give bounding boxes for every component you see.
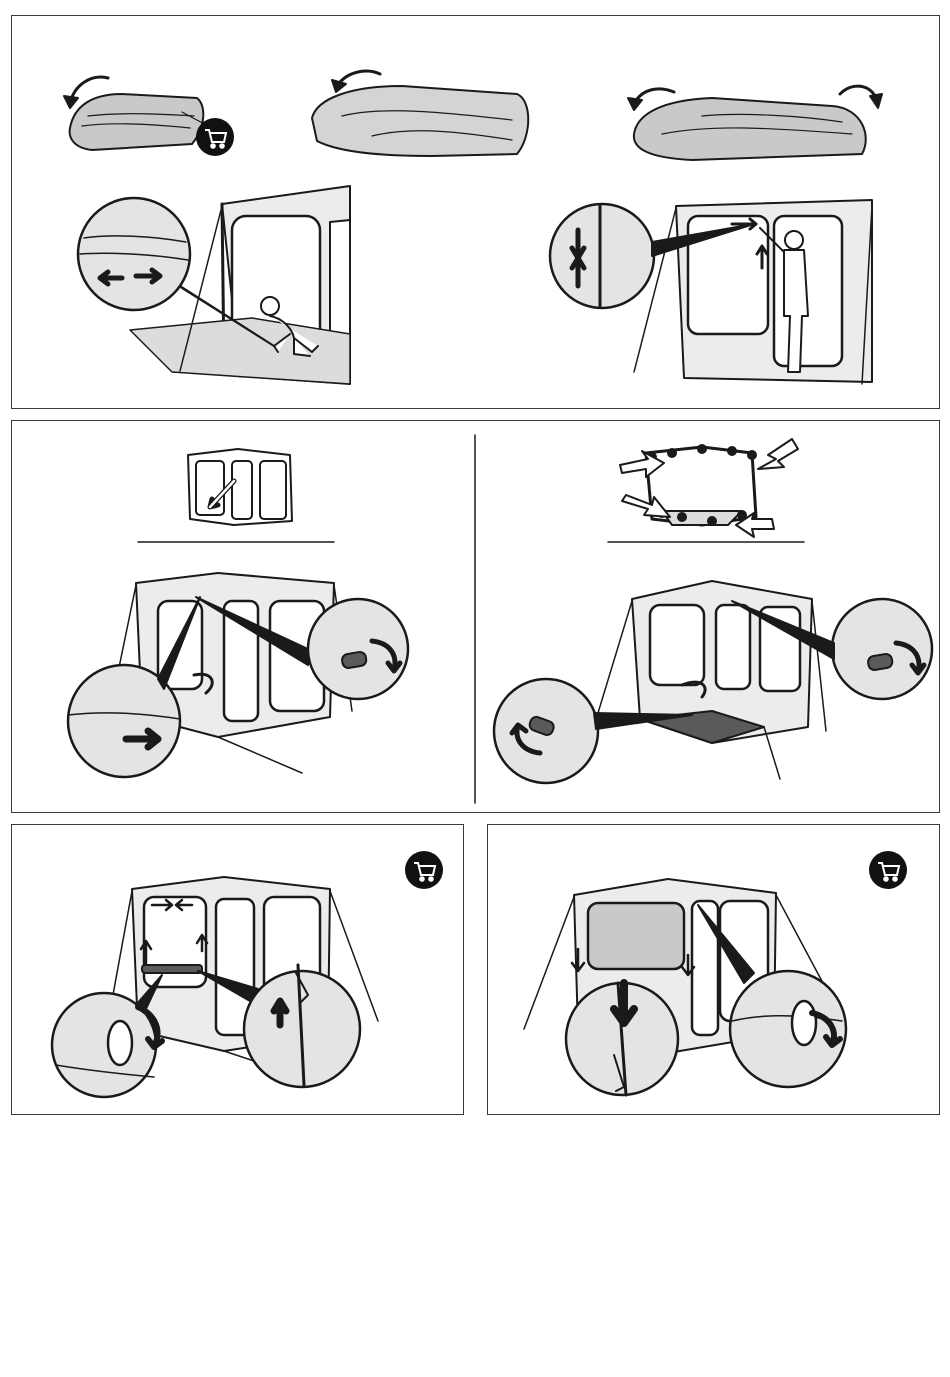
small-tent-frame-icon-2 — [620, 439, 798, 537]
folded-tent-2 — [312, 86, 528, 156]
folded-tent-1 — [70, 94, 204, 150]
panel-window-zip-left — [11, 824, 464, 1115]
cart-icon-3 — [869, 851, 907, 889]
window-zip-left-illustration — [12, 825, 465, 1116]
fold-and-unzip-illustration — [12, 16, 941, 410]
cart-icon-2 — [405, 851, 443, 889]
panel-window-zip-right — [487, 824, 940, 1115]
small-tent-frame-icon — [188, 449, 292, 525]
strap-detail-magnifier-2 — [730, 971, 846, 1087]
zip-close-magnifier — [550, 204, 654, 308]
panel-fold-and-unzip — [11, 15, 940, 409]
panel-frame-and-toggle — [11, 420, 940, 813]
frame-and-toggle-illustration — [12, 421, 941, 814]
folded-tent-3 — [634, 98, 866, 160]
cart-icon — [196, 118, 234, 156]
